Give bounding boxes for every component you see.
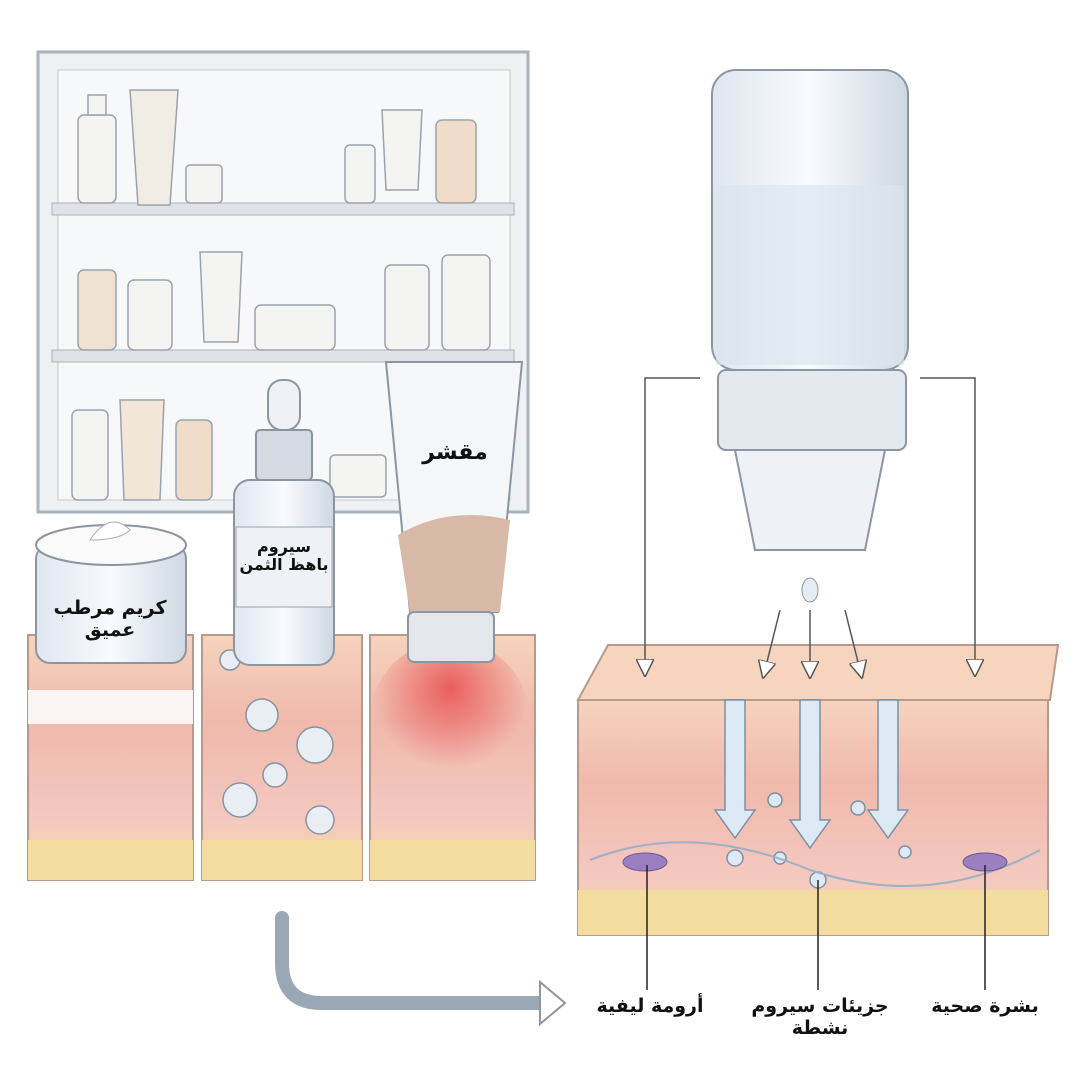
callout-lines [646, 865, 986, 990]
fibroblast-label: أرومة ليفية [596, 995, 704, 1017]
cream-jar [35, 521, 187, 664]
serum-bottle [233, 379, 335, 666]
scrub-tube [384, 361, 524, 663]
skin-block-serum [201, 634, 363, 881]
skin-block-cream [27, 634, 194, 881]
microneedle-device [711, 69, 909, 603]
serum-particles-label: جزيئات سيروم نشطة [751, 995, 889, 1039]
healthy-skin-label: بشرة صحية [931, 995, 1039, 1017]
scrub-label: مقشر [422, 440, 488, 465]
flow-arrow [275, 911, 549, 1010]
skin-block-scrub [369, 634, 536, 881]
process-arrows [645, 377, 975, 670]
cream-label: كريم مرطب عميق [53, 597, 167, 641]
serum-label: سيروم باهظ الثمن [239, 537, 329, 575]
